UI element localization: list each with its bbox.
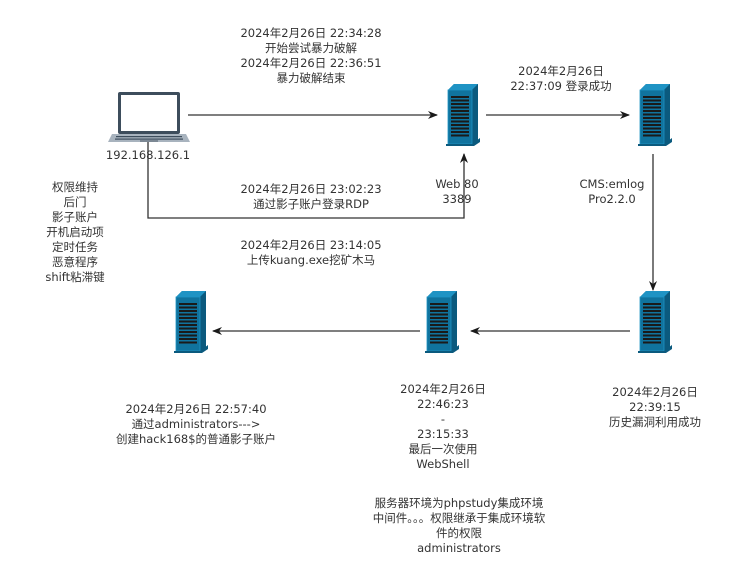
web-server-label: Web 80 3389 [435,177,479,206]
edge-rdp [147,141,468,219]
attacker-ip-label: 192.168.126.1 [105,148,191,162]
bruteforce-edge-label: 2024年2月26日 22:34:28 开始尝试暴力破解 2024年2月26日 … [240,26,382,85]
shadow-account-server-label: 2024年2月26日 22:57:40 通过administrators--->… [115,402,277,446]
laptop-icon[interactable] [108,92,190,142]
cms-server-icon[interactable] [637,83,673,147]
shadow-account-server-icon[interactable] [173,290,209,354]
cms-server-label: CMS:emlog Pro2.2.0 [579,177,645,207]
webshell-server-icon[interactable] [424,290,460,354]
persistence-note: 权限维持 后门 影子账户 开机启动项 定时任务 恶意程序 shift粘滞键 [45,180,105,284]
exploit-server-label: 2024年2月26日 22:39:15 历史漏洞利用成功 [609,385,701,429]
web-server-icon[interactable] [445,83,481,147]
login-edge-label: 2024年2月26日 22:37:09 登录成功 [510,64,612,93]
webshell-server-label: 2024年2月26日 22:46:23 - 23:15:33 最后一次使用 We… [400,382,486,471]
environment-note: 服务器环境为phpstudy集成环境 中间件。。。权限继承于集成环境软 件的权限… [372,496,546,555]
exploit-server-icon[interactable] [637,290,673,354]
miner-note: 2024年2月26日 23:14:05 上传kuang.exe挖矿木马 [240,238,382,267]
rdp-edge-label: 2024年2月26日 23:02:23 通过影子账户登录RDP [240,182,382,211]
